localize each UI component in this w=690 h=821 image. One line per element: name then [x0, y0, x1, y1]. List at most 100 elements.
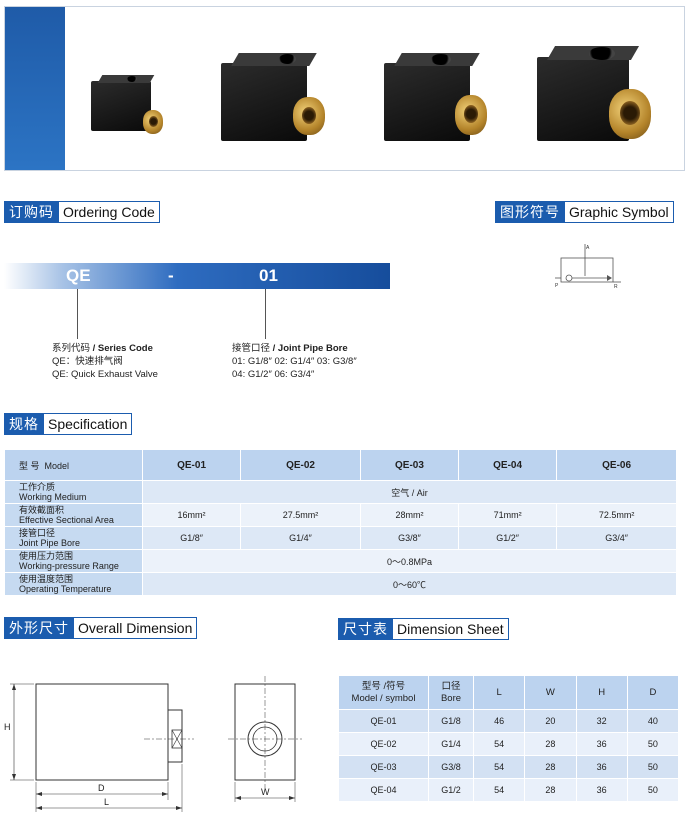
dsheet-bore-cn: 口径: [441, 680, 461, 692]
graphic-symbol-header: 图形符号 Graphic Symbol: [495, 201, 674, 223]
code-suffix: 01: [259, 266, 278, 285]
spec-value: G3/4″: [556, 526, 677, 550]
spec-value: 71mm²: [458, 503, 558, 527]
specification-cn: 规格: [4, 413, 44, 435]
dsheet-cell: 36: [575, 732, 628, 756]
spec-value: 空气 / Air: [142, 480, 677, 504]
bore-connector: [265, 289, 266, 339]
series-code-legend: 系列代码 / Series Code QE：快速排气阀 QE: Quick Ex…: [52, 342, 158, 381]
spec-value: G1/4″: [240, 526, 361, 550]
spec-label-en: Operating Temperature: [19, 584, 112, 594]
spec-model-col: QE-01: [141, 449, 242, 481]
ordering-code-cn: 订购码: [4, 201, 59, 223]
dsheet-cell: 40: [626, 709, 680, 733]
series-title-cn: 系列代码: [52, 343, 91, 354]
dim-label-d: D: [98, 783, 105, 793]
dsheet-cell: G1/2: [428, 778, 474, 802]
spec-model-header: 型 号 Model: [4, 449, 143, 481]
spec-label-cn: 有效截面积: [19, 505, 65, 515]
dsheet-cell: 28: [524, 778, 577, 802]
dsheet-cell: 36: [575, 755, 628, 779]
table-row: QE-01 G1/8 46 20 32 40: [338, 709, 680, 733]
dsheet-cell: 54: [472, 732, 526, 756]
dsheet-cell: 28: [524, 732, 577, 756]
dsheet-cell: QE-04: [338, 778, 429, 802]
side-view-drawing: H D L: [4, 683, 194, 812]
dsheet-cell: G1/8: [428, 709, 474, 733]
symbol-label-p: P: [555, 283, 559, 289]
dim-label-l: L: [104, 797, 109, 807]
dsheet-cell: G1/4: [428, 732, 474, 756]
dsheet-cell: QE-03: [338, 755, 429, 779]
dsheet-bore-en: Bore: [440, 692, 462, 704]
dsheet-cell: 20: [524, 709, 577, 733]
overall-dimension-header: 外形尺寸 Overall Dimension: [4, 617, 198, 639]
dim-label-w: W: [261, 787, 270, 797]
ordering-code-en: Ordering Code: [59, 201, 160, 223]
specification-table: 型 号 Model QE-01 QE-02 QE-03 QE-04 QE-06 …: [4, 449, 677, 596]
series-line-2: QE: Quick Exhaust Valve: [52, 369, 158, 380]
code-dash: -: [168, 266, 174, 285]
valve-symbol-diagram: A P R: [555, 244, 621, 290]
table-row: QE-03 G3/8 54 28 36 50: [338, 755, 680, 779]
ordering-code-bar: QE - 01: [4, 263, 390, 289]
ordering-code-header: 订购码 Ordering Code: [4, 201, 160, 223]
banner-stripe: [5, 7, 65, 170]
dsheet-cell: G3/8: [428, 755, 474, 779]
dsheet-cell: 46: [472, 709, 526, 733]
spec-value: 27.5mm²: [240, 503, 361, 527]
table-row: QE-04 G1/2 54 28 36 50: [338, 778, 680, 802]
bore-line-2: 04: G1/2″ 06: G3/4″: [232, 369, 315, 380]
spec-label-en: Working Medium: [19, 492, 87, 502]
spec-model-cn: 型 号: [19, 460, 40, 471]
spec-header-row: 型 号 Model QE-01 QE-02 QE-03 QE-04 QE-06: [4, 449, 677, 481]
dsheet-cell: 50: [626, 755, 680, 779]
spec-model-en: Model: [44, 460, 70, 471]
spec-label-en: Effective Sectional Area: [19, 515, 114, 525]
dsheet-model-cn: 型号 /符号: [361, 680, 406, 692]
product-banner: [4, 6, 685, 171]
overall-dimension-cn: 外形尺寸: [4, 617, 74, 639]
series-connector: [77, 289, 78, 339]
dsheet-cell: 28: [524, 755, 577, 779]
dimension-sheet-en: Dimension Sheet: [393, 618, 509, 640]
spec-label-en: Working-pressure Range: [19, 561, 119, 571]
spec-value: 72.5mm²: [556, 503, 677, 527]
spec-label-en: Joint Pipe Bore: [19, 538, 81, 548]
bore-code-legend: 接管口径 / Joint Pipe Bore 01: G1/8″ 02: G1/…: [232, 342, 357, 381]
spec-value: G1/2″: [458, 526, 558, 550]
series-title-en: / Series Code: [92, 343, 153, 354]
dsheet-h-header: H: [575, 675, 628, 710]
spec-label-cn: 使用温度范围: [19, 574, 74, 584]
dsheet-w-header: W: [524, 675, 577, 710]
overall-dimension-en: Overall Dimension: [74, 617, 198, 639]
spec-model-col: QE-03: [359, 449, 460, 481]
symbol-label-a: A: [586, 245, 590, 251]
graphic-symbol-en: Graphic Symbol: [565, 201, 674, 223]
spec-value: 0～0.8MPa: [142, 549, 677, 573]
dsheet-cell: 54: [472, 755, 526, 779]
symbol-label-r: R: [614, 284, 618, 290]
spec-value: G1/8″: [141, 526, 242, 550]
front-view-drawing: W: [228, 676, 302, 802]
spec-model-col: QE-04: [458, 449, 558, 481]
spec-label-cn: 接管口径: [19, 528, 56, 538]
dsheet-cell: 36: [575, 778, 628, 802]
dsheet-cell: QE-01: [338, 709, 429, 733]
spec-value: 28mm²: [359, 503, 460, 527]
dsheet-cell: 50: [626, 732, 680, 756]
dim-label-h: H: [4, 722, 11, 732]
series-line-1: QE：快速排气阀: [52, 356, 123, 367]
